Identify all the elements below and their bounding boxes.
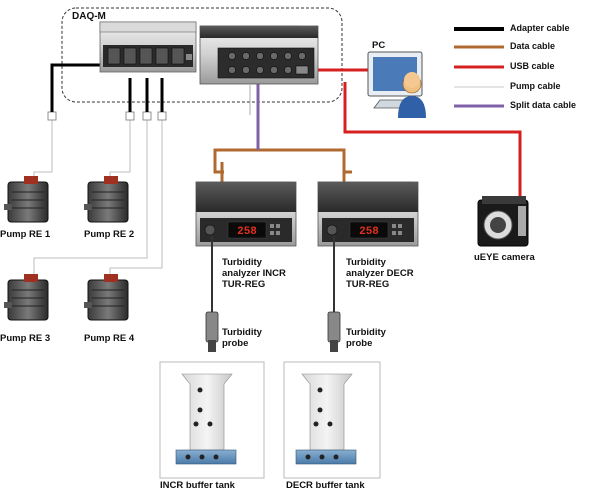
analyzer-decr	[317, 181, 419, 247]
pump-label-2: Pump RE 2	[84, 229, 135, 240]
analyzer-decr-display: 258	[359, 226, 379, 238]
analyzer-incr-label-2: analyzer INCR	[222, 268, 286, 279]
legend-row-data: Data cable	[448, 40, 603, 54]
probe-cables	[211, 236, 335, 312]
legend-lines	[454, 27, 504, 108]
legend-row-split: Split data cable	[448, 99, 603, 113]
daq-m-enclosure	[61, 7, 343, 103]
analyzer-decr-label-2: analyzer DECR	[346, 268, 414, 279]
legend-text-usb: USB cable	[510, 61, 555, 71]
probe-incr-label-2: probe	[222, 338, 249, 349]
analyzer-incr-label-3: TUR-REG	[222, 279, 266, 290]
probe-incr	[205, 311, 219, 352]
daq-m-title: DAQ-M	[72, 11, 106, 22]
pump-cable-connectors	[47, 111, 167, 121]
pc-label: PC	[372, 40, 386, 51]
daq-m-unit	[199, 25, 319, 85]
camera-label: uEYE camera	[474, 252, 535, 263]
pump-label-4: Pump RE 4	[84, 333, 135, 344]
analyzer-decr-label-1: Turbidity	[346, 257, 386, 268]
legend-row-pump: Pump cable	[448, 80, 603, 94]
probe-incr-label-1: Turbidity	[222, 327, 262, 338]
pump-re-3	[4, 274, 49, 321]
legend-text-adapter: Adapter cable	[510, 23, 570, 33]
legend-text-pump: Pump cable	[510, 81, 561, 91]
pc-icon	[367, 51, 426, 118]
legend-row-usb: USB cable	[448, 60, 603, 74]
pump-cables	[33, 118, 163, 278]
legend-text-split: Split data cable	[510, 100, 577, 110]
analyzer-decr-label-3: TUR-REG	[346, 279, 390, 290]
adapter-cables	[50, 63, 164, 112]
analyzer-incr-display: 258	[237, 226, 257, 238]
probe-decr-label-2: probe	[346, 338, 373, 349]
pump-re-4	[84, 274, 129, 321]
probe-decr	[327, 311, 341, 352]
legend-text-data: Data cable	[510, 41, 556, 51]
analyzer-incr	[195, 181, 297, 247]
analyzer-incr-label-1: Turbidity	[222, 257, 262, 268]
tank-incr-label: INCR buffer tank	[160, 480, 235, 491]
tank-decr-label: DECR buffer tank	[286, 480, 365, 491]
camera-icon	[477, 196, 529, 247]
legend-row-adapter: Adapter cable	[448, 22, 603, 36]
pump-re-2	[84, 176, 129, 223]
tank-decr	[283, 361, 381, 479]
pump-re-1	[4, 176, 49, 223]
pump-label-1: Pump RE 1	[0, 229, 51, 240]
daq-hub-box	[99, 21, 197, 73]
data-cables	[213, 148, 352, 182]
pump-label-3: Pump RE 3	[0, 333, 51, 344]
tank-incr	[159, 361, 265, 479]
probe-decr-label-1: Turbidity	[346, 327, 386, 338]
